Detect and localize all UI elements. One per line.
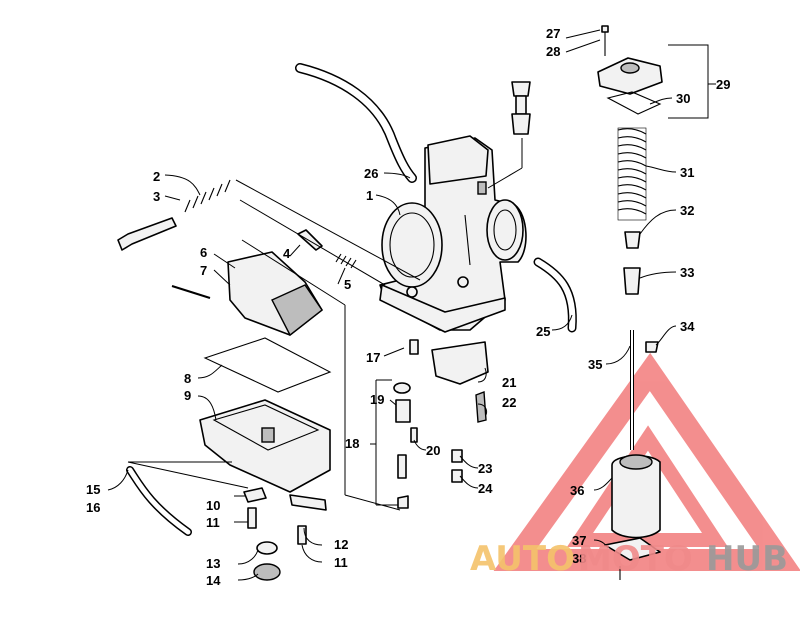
- label-17: 17: [366, 350, 380, 365]
- label-20: 20: [426, 443, 440, 458]
- label-7: 7: [200, 263, 207, 278]
- throttle-spring-31: [617, 127, 647, 221]
- watermark-auto: AUTO: [470, 539, 575, 579]
- label-15: 15: [86, 482, 100, 497]
- washer-13: [256, 541, 278, 555]
- label-11b: 11: [334, 555, 348, 570]
- label-19: 19: [370, 392, 384, 407]
- label-25: 25: [536, 324, 550, 339]
- holder-33: [623, 267, 641, 295]
- label-31: 31: [680, 165, 694, 180]
- retainer-32: [624, 231, 641, 249]
- needle-clip-34: [645, 341, 659, 353]
- label-2: 2: [153, 169, 160, 184]
- float-6: [171, 251, 323, 337]
- carburetor-body: [379, 135, 527, 333]
- label-8: 8: [184, 371, 191, 386]
- watermark-triangle-outer: [493, 352, 800, 571]
- label-4: 4: [283, 246, 291, 261]
- throttle-valve-36: [611, 454, 661, 539]
- label-32: 32: [680, 203, 694, 218]
- label-16: 16: [86, 500, 100, 515]
- label-18: 18: [345, 436, 359, 451]
- label-13: 13: [206, 556, 220, 571]
- label-36: 36: [570, 483, 584, 498]
- o-ring-19: [393, 382, 411, 394]
- label-12: 12: [334, 537, 348, 552]
- label-6: 6: [200, 245, 207, 260]
- watermark-text: AUTO MOTO HUB: [470, 539, 788, 579]
- watermark-hub: HUB: [706, 539, 788, 579]
- needle-jet: [397, 454, 407, 479]
- label-1: 1: [366, 188, 373, 203]
- nut-24: [451, 469, 463, 483]
- screw-17: [409, 339, 419, 355]
- label-34: 34: [680, 319, 695, 334]
- label-35: 35: [588, 357, 602, 372]
- label-10: 10: [206, 498, 220, 513]
- accelerator-pump-21: [431, 341, 489, 385]
- label-24: 24: [478, 481, 493, 496]
- bracket-12: [289, 494, 327, 511]
- label-38: 38: [572, 551, 586, 566]
- screw-20: [410, 427, 418, 443]
- idle-screw-assembly: [297, 229, 357, 269]
- top-cover-29: [597, 57, 663, 95]
- washer-23: [451, 449, 463, 463]
- label-23: 23: [478, 461, 492, 476]
- label-3: 3: [153, 189, 160, 204]
- label-22: 22: [502, 395, 516, 410]
- label-27: 27: [546, 26, 560, 41]
- vent-hose-26: [295, 63, 417, 183]
- label-5: 5: [344, 277, 351, 292]
- plug-14: [253, 563, 281, 581]
- watermark-moto: MOTO: [578, 539, 693, 579]
- label-37: 37: [572, 533, 586, 548]
- label-33: 33: [680, 265, 694, 280]
- plate-37: [604, 537, 661, 561]
- main-jet: [397, 495, 409, 509]
- label-9: 9: [184, 388, 191, 403]
- callout-labels: 1 2 3 4 5 6 7 8 9 10 11 12 11 13 14 15 1…: [86, 26, 730, 588]
- float-bowl-9: [199, 399, 331, 493]
- jet-holder: [395, 399, 411, 423]
- gasket-30: [606, 91, 662, 115]
- air-screw-assembly: [117, 179, 231, 251]
- label-26: 26: [364, 166, 378, 181]
- label-11: 11: [206, 515, 220, 530]
- label-14: 14: [206, 573, 221, 588]
- leader-lines: [107, 29, 716, 581]
- label-30: 30: [676, 91, 690, 106]
- throttle-cap-assembly: [511, 81, 531, 135]
- bracket-10: [243, 487, 267, 503]
- label-29: 29: [716, 77, 730, 92]
- float-bowl-gasket-8: [203, 337, 332, 393]
- cap-screw: [601, 25, 609, 56]
- pump-rod-22: [475, 391, 487, 423]
- label-21: 21: [502, 375, 516, 390]
- label-28: 28: [546, 44, 560, 59]
